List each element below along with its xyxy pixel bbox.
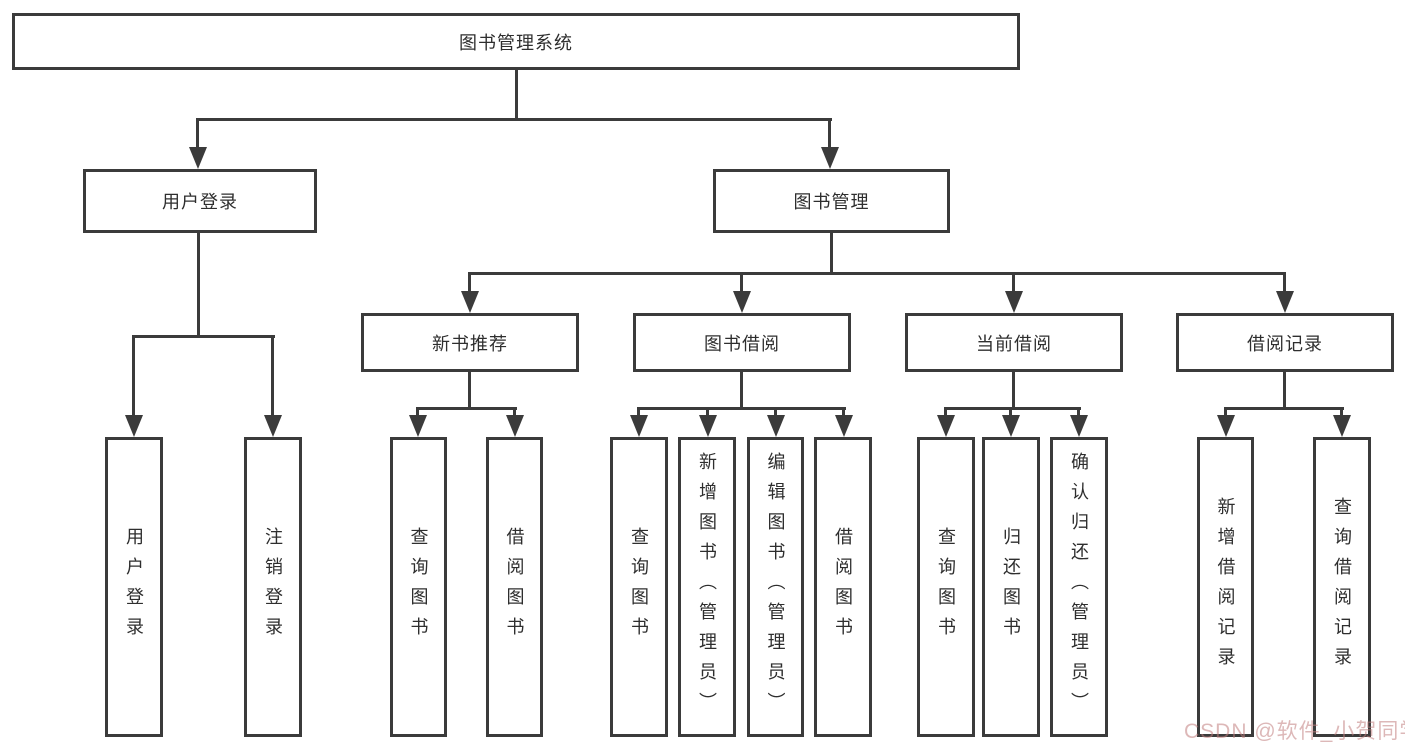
leaf-edit-books-admin-label: 编辑图书（管理员） (765, 452, 786, 722)
arrow-to-borrow-records (1276, 291, 1294, 313)
leaf-borrow-borrow-books: 借阅图书 (814, 437, 872, 737)
connector-current-stem-3 (1077, 407, 1080, 419)
node-new-book-recommend: 新书推荐 (361, 313, 579, 372)
leaf-borrow-query-books-label: 查询图书 (629, 527, 649, 647)
arrow-records-leaf-2 (1333, 415, 1351, 437)
leaf-user-login-label: 用户登录 (124, 527, 144, 647)
arrow-borrow-leaf-1 (630, 415, 648, 437)
node-book-borrow-label: 图书借阅 (704, 333, 780, 354)
connector-mgmt-split (468, 272, 1286, 275)
node-book-management: 图书管理 (713, 169, 950, 233)
leaf-confirm-return-admin-label: 确认归还（管理员） (1069, 452, 1089, 722)
node-book-management-label: 图书管理 (793, 192, 870, 212)
leaf-add-borrow-record-label: 新增借阅记录 (1215, 497, 1236, 677)
connector-mgmt-stub (830, 233, 833, 275)
connector-current-stem-1 (944, 407, 947, 419)
arrow-to-book-management (821, 147, 839, 169)
arrow-to-current-borrow (1005, 291, 1023, 313)
leaf-add-books-admin: 新增图书（管理员） (678, 437, 736, 737)
connector-login-split (132, 335, 275, 338)
arrow-to-leaf-logout (264, 415, 282, 437)
leaf-query-borrow-record: 查询借阅记录 (1313, 437, 1371, 737)
connector-borrow-stem-1 (637, 407, 640, 419)
arrow-recommend-leaf-1 (409, 415, 427, 437)
connector-mgmt-stem-3 (1012, 272, 1015, 294)
arrow-to-user-login (189, 147, 207, 169)
arrow-current-leaf-2 (1002, 415, 1020, 437)
node-borrow-records-label: 借阅记录 (1247, 333, 1323, 354)
node-current-borrow-label: 当前借阅 (976, 333, 1052, 354)
connector-borrow-split (637, 407, 846, 410)
connector-recommend-split (416, 407, 517, 410)
leaf-confirm-return-admin: 确认归还（管理员） (1050, 437, 1108, 737)
leaf-return-books-label: 归还图书 (1001, 527, 1021, 647)
node-current-borrow: 当前借阅 (905, 313, 1123, 372)
arrow-to-leaf-user-login (125, 415, 143, 437)
arrow-current-leaf-1 (937, 415, 955, 437)
leaf-borrow-borrow-books-label: 借阅图书 (833, 527, 853, 647)
node-root-label: 图书管理系统 (459, 32, 573, 53)
connector-recommend-stub (468, 372, 471, 410)
connector-login-right-stem (271, 335, 274, 420)
connector-login-left-stem (132, 335, 135, 420)
node-user-login-label: 用户登录 (162, 192, 238, 212)
connector-mgmt-stem-4 (1283, 272, 1286, 294)
leaf-borrow-query-books: 查询图书 (610, 437, 668, 737)
leaf-user-login: 用户登录 (105, 437, 163, 737)
leaf-add-borrow-record: 新增借阅记录 (1197, 437, 1254, 737)
connector-mgmt-stem-1 (468, 272, 471, 294)
arrow-recommend-leaf-2 (506, 415, 524, 437)
leaf-recommend-borrow-books-label: 借阅图书 (504, 527, 525, 647)
connector-current-stub (1012, 372, 1015, 410)
node-new-book-recommend-label: 新书推荐 (432, 333, 508, 354)
node-borrow-records: 借阅记录 (1176, 313, 1394, 372)
arrow-borrow-leaf-3 (767, 415, 785, 437)
node-root: 图书管理系统 (12, 13, 1020, 70)
leaf-recommend-borrow-books: 借阅图书 (486, 437, 543, 737)
connector-borrow-stem-2 (706, 407, 709, 419)
connector-records-stem-1 (1224, 407, 1227, 419)
connector-root-right-stem (828, 118, 831, 150)
arrow-to-new-book-recommend (461, 291, 479, 313)
connector-borrow-stem-4 (842, 407, 845, 419)
leaf-logout-label: 注销登录 (263, 527, 283, 647)
connector-records-stub (1283, 372, 1286, 410)
connector-records-stem-2 (1340, 407, 1343, 419)
arrow-to-book-borrow (733, 291, 751, 313)
node-user-login: 用户登录 (83, 169, 317, 233)
connector-recommend-stem-1 (416, 407, 419, 419)
node-book-borrow: 图书借阅 (633, 313, 851, 372)
leaf-logout: 注销登录 (244, 437, 302, 737)
arrow-borrow-leaf-4 (835, 415, 853, 437)
arrow-borrow-leaf-2 (699, 415, 717, 437)
leaf-return-books: 归还图书 (982, 437, 1040, 737)
leaf-current-query-books: 查询图书 (917, 437, 975, 737)
connector-root-split (196, 118, 832, 121)
csdn-watermark: CSDN @软件_小贺同学 (1184, 720, 1405, 743)
connector-mgmt-stem-2 (740, 272, 743, 294)
connector-root-stub (515, 70, 518, 119)
leaf-edit-books-admin: 编辑图书（管理员） (747, 437, 804, 737)
connector-login-stub (197, 233, 200, 338)
leaf-add-books-admin-label: 新增图书（管理员） (697, 452, 717, 722)
connector-recommend-stem-2 (513, 407, 516, 419)
connector-root-left-stem (196, 118, 199, 150)
connector-borrow-stem-3 (774, 407, 777, 419)
connector-records-split (1224, 407, 1344, 410)
connector-current-stem-2 (1009, 407, 1012, 419)
arrow-current-leaf-3 (1070, 415, 1088, 437)
leaf-recommend-query-books: 查询图书 (390, 437, 447, 737)
leaf-current-query-books-label: 查询图书 (936, 527, 956, 647)
connector-current-split (944, 407, 1081, 410)
connector-borrow-stub (740, 372, 743, 410)
leaf-query-borrow-record-label: 查询借阅记录 (1332, 497, 1352, 677)
leaf-recommend-query-books-label: 查询图书 (408, 527, 429, 647)
arrow-records-leaf-1 (1217, 415, 1235, 437)
